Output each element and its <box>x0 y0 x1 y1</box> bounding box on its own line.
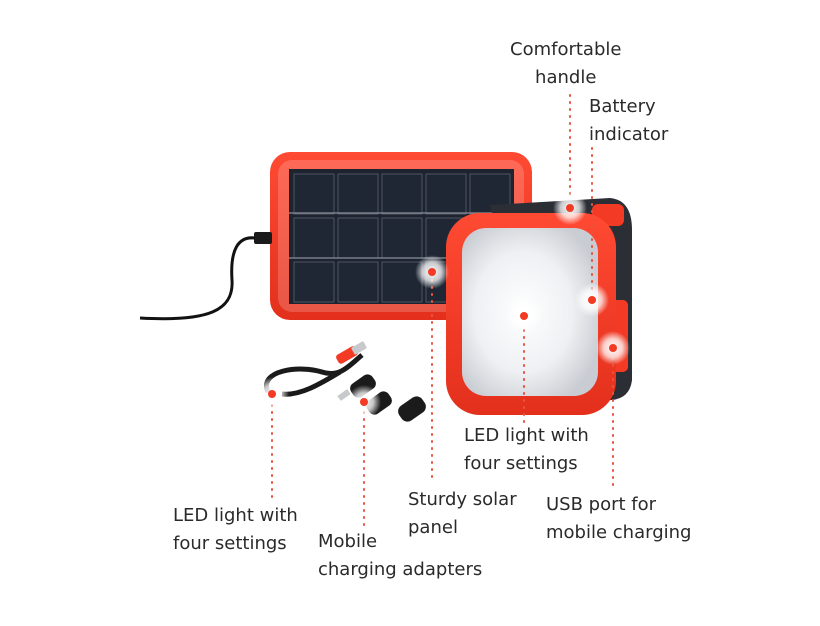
callout-sturdy-solar-panel: Sturdy solar panel <box>408 486 517 542</box>
callout-text: four settings <box>464 453 578 474</box>
marker-dot <box>566 204 574 212</box>
marker-dot <box>520 312 528 320</box>
marker-dot <box>360 398 368 406</box>
callout-text: mobile charging <box>546 522 692 543</box>
callout-markers <box>255 191 630 419</box>
callout-mobile-charging-adapters: Mobile charging adapters <box>318 528 482 584</box>
callout-battery-indicator: Battery indicator <box>589 93 668 149</box>
callout-text: charging adapters <box>318 559 483 580</box>
callout-text: LED light with <box>464 425 589 446</box>
solar-cell <box>381 217 423 259</box>
marker-dot <box>268 390 276 398</box>
callout-text: indicator <box>589 124 669 145</box>
callout-led-light-cable: LED light with four settings <box>173 502 298 558</box>
solar-cell <box>425 173 467 215</box>
callout-text: Comfortable <box>510 39 622 60</box>
solar-cell <box>337 173 379 215</box>
callout-text: Mobile <box>318 531 378 552</box>
callout-usb-port: USB port for mobile charging <box>546 491 691 547</box>
marker-dot <box>609 344 617 352</box>
callout-text: USB port for <box>546 494 657 515</box>
panel-cable <box>139 232 272 321</box>
solar-cell <box>293 261 335 303</box>
callout-text: panel <box>408 517 458 538</box>
callout-led-light-lamp: LED light with four settings <box>464 422 589 478</box>
callout-comfortable-handle: Comfortable handle <box>510 36 621 92</box>
callout-text: handle <box>535 67 597 88</box>
callout-text: LED light with <box>173 505 298 526</box>
callout-text: four settings <box>173 533 287 554</box>
callout-lines <box>271 94 614 526</box>
marker-dot <box>588 296 596 304</box>
marker-dot <box>428 268 436 276</box>
solar-cell <box>337 261 379 303</box>
callout-text: Sturdy solar <box>408 489 517 510</box>
solar-cell <box>381 173 423 215</box>
callout-text: Battery <box>589 96 656 117</box>
solar-cell <box>337 217 379 259</box>
solar-cell <box>293 217 335 259</box>
solar-cell <box>293 173 335 215</box>
